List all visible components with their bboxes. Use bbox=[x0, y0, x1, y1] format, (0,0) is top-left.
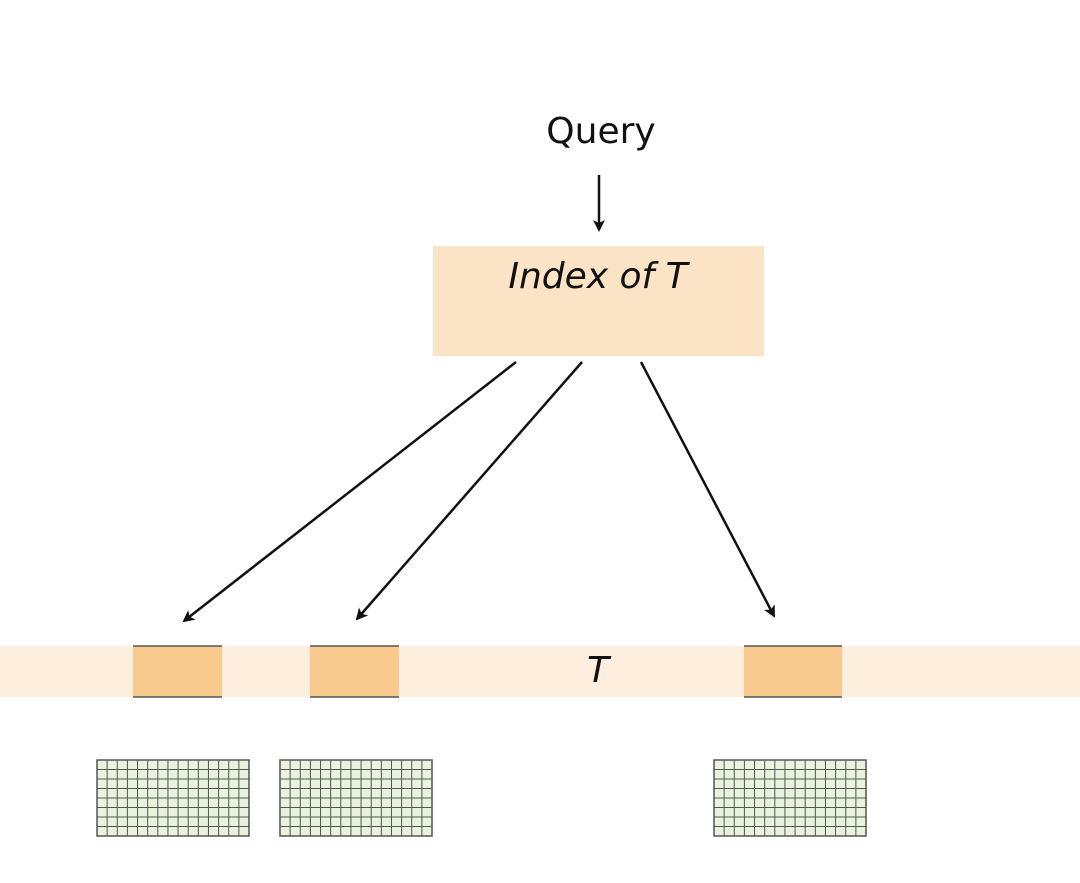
match-highlight-2 bbox=[310, 646, 399, 697]
match-highlight-1 bbox=[133, 646, 222, 697]
match-highlight-3 bbox=[744, 646, 842, 697]
match-highlights bbox=[133, 645, 842, 698]
query-label: Query bbox=[546, 111, 655, 152]
index-box-label: Index of T bbox=[508, 256, 690, 297]
match-arrow-2 bbox=[355, 361, 583, 621]
grid-table-2 bbox=[279, 759, 433, 837]
index-box bbox=[433, 246, 764, 356]
match-arrow-3 bbox=[639, 361, 776, 618]
match-arrow-1 bbox=[182, 361, 517, 623]
grid-table-3 bbox=[713, 759, 867, 837]
text-strip-label: T bbox=[587, 650, 612, 691]
grid-table-1 bbox=[96, 759, 250, 837]
